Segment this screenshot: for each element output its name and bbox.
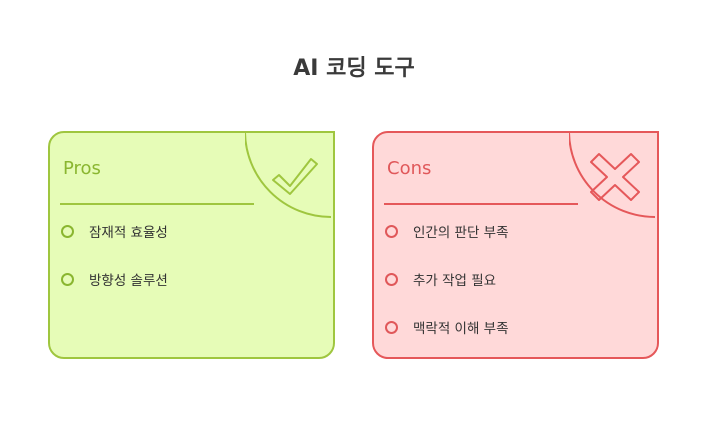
- cons-card: Cons 인간의 판단 부족 추가 작업 필요 맥락적 이해 부족: [372, 131, 659, 359]
- pros-card: Pros 잠재적 효율성 방향성 솔루션: [48, 131, 335, 359]
- checkmark-icon: [245, 133, 333, 218]
- cons-heading: Cons: [387, 158, 432, 179]
- cons-item: 인간의 판단 부족: [385, 221, 509, 241]
- bullet-icon: [385, 224, 398, 238]
- cons-item: 추가 작업 필요: [385, 269, 496, 289]
- x-mark-icon: [569, 133, 656, 218]
- pros-item: 방향성 솔루션: [61, 269, 168, 289]
- cons-item-label: 맥락적 이해 부족: [413, 321, 509, 337]
- pros-divider: [60, 203, 254, 205]
- bullet-icon: [385, 320, 398, 334]
- pros-item: 잠재적 효율성: [61, 221, 168, 241]
- pros-item-label: 방향성 솔루션: [89, 273, 168, 289]
- diagram-title: AI 코딩 도구: [293, 56, 415, 81]
- cons-divider: [384, 203, 578, 205]
- bullet-icon: [61, 224, 74, 238]
- cons-item-label: 인간의 판단 부족: [413, 225, 509, 241]
- pros-item-label: 잠재적 효율성: [89, 225, 168, 241]
- pros-heading: Pros: [63, 158, 101, 179]
- cons-item: 맥락적 이해 부족: [385, 317, 509, 337]
- cons-item-label: 추가 작업 필요: [413, 273, 497, 289]
- bullet-icon: [61, 272, 74, 286]
- bullet-icon: [385, 272, 398, 286]
